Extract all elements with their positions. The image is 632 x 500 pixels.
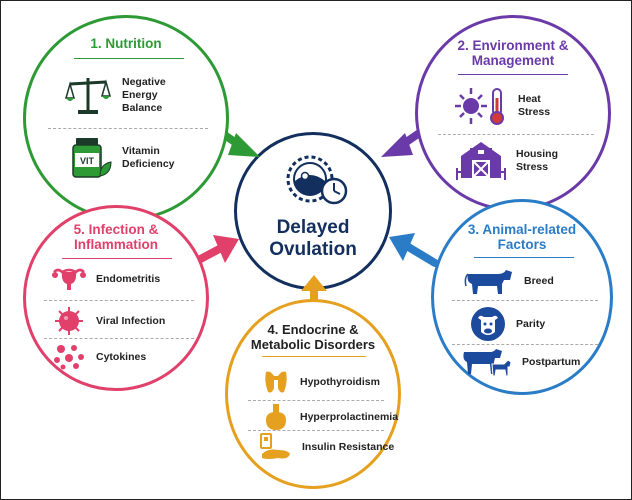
endocrine-item-label: Insulin Resistance [302, 440, 395, 453]
infection-item-cytokines: Cytokines [52, 344, 146, 370]
nutrition-item-label: Vitamin Deficiency [122, 145, 175, 170]
infection-title: 5. Infection & Inflammation [73, 222, 159, 252]
endocrine-item-label: Hypothyroidism [300, 375, 380, 388]
animal-item-label: Parity [516, 317, 546, 330]
nutrition-item-label: Negative Energy Balance [122, 75, 166, 114]
arrow-animal-to-center [389, 233, 439, 267]
endocrine-item-label: Hyperprolactinemia [300, 410, 399, 423]
vitamin-bottle-icon: VIT [72, 138, 112, 178]
central-node-delayed-ovulation: Delayed Ovulation [234, 132, 392, 290]
virus-icon [55, 307, 83, 335]
factor-circle-infection: 5. Infection & Inflammation Endometritis… [23, 205, 209, 391]
environment-item-housing-stress: Housing Stress [456, 140, 558, 182]
animal-title: 3. Animal-related Factors [467, 222, 577, 252]
factor-circle-environment: 2. Environment & Management Heat Stress [415, 15, 611, 211]
animal-item-parity: Parity [470, 306, 545, 342]
factor-circle-endocrine: 4. Endocrine & Metabolic Disorders Hypot… [225, 299, 401, 489]
infection-item-viral-infection: Viral Infection [52, 306, 165, 336]
cytokine-dots-icon [54, 345, 84, 370]
environment-item-label: Housing Stress [516, 148, 558, 173]
environment-title: 2. Environment & Management [457, 38, 569, 68]
endocrine-item-hyperprolactinemia: Hyperprolactinemia [262, 402, 398, 432]
nutrition-title: 1. Nutrition [90, 36, 162, 51]
cow-icon [464, 270, 512, 294]
ovary-clock-icon [286, 155, 348, 205]
pancreas-icon [260, 433, 290, 459]
endocrine-item-insulin-resistance: Insulin Resistance [258, 432, 394, 462]
sun-thermometer-icon [455, 88, 504, 125]
infection-item-label: Cytokines [96, 350, 147, 363]
cow-face-icon [471, 307, 505, 341]
infection-item-label: Endometritis [96, 272, 161, 285]
infection-item-label: Viral Infection [96, 314, 166, 327]
environment-item-heat-stress: Heat Stress [454, 86, 550, 126]
animal-item-breed: Breed [464, 266, 554, 296]
environment-item-label: Heat Stress [518, 93, 551, 118]
vitamin-badge-text: VIT [80, 156, 95, 166]
factor-circle-nutrition: 1. Nutrition Negative Energy Balance VIT [23, 15, 229, 221]
central-title: Delayed Ovulation [269, 217, 357, 260]
nutrition-item-negative-energy-balance: Negative Energy Balance [64, 74, 166, 116]
thyroid-icon [265, 371, 287, 393]
nutrition-item-vitamin-deficiency: VIT Vitamin Deficiency [70, 136, 175, 180]
pituitary-icon [266, 404, 286, 430]
uterus-icon [52, 268, 86, 290]
animal-item-label: Postpartum [522, 355, 581, 368]
endocrine-item-hypothyroidism: Hypothyroidism [262, 368, 380, 396]
factor-circle-animal: 3. Animal-related Factors Breed Parity [431, 199, 613, 395]
barn-icon [456, 142, 506, 180]
cow-calf-icon [463, 349, 512, 377]
infection-item-endometritis: Endometritis [52, 266, 160, 292]
animal-item-label: Breed [524, 274, 554, 287]
balance-scale-icon [65, 78, 111, 114]
animal-item-postpartum: Postpartum [462, 346, 580, 378]
endocrine-title: 4. Endocrine & Metabolic Disorders [250, 322, 376, 352]
